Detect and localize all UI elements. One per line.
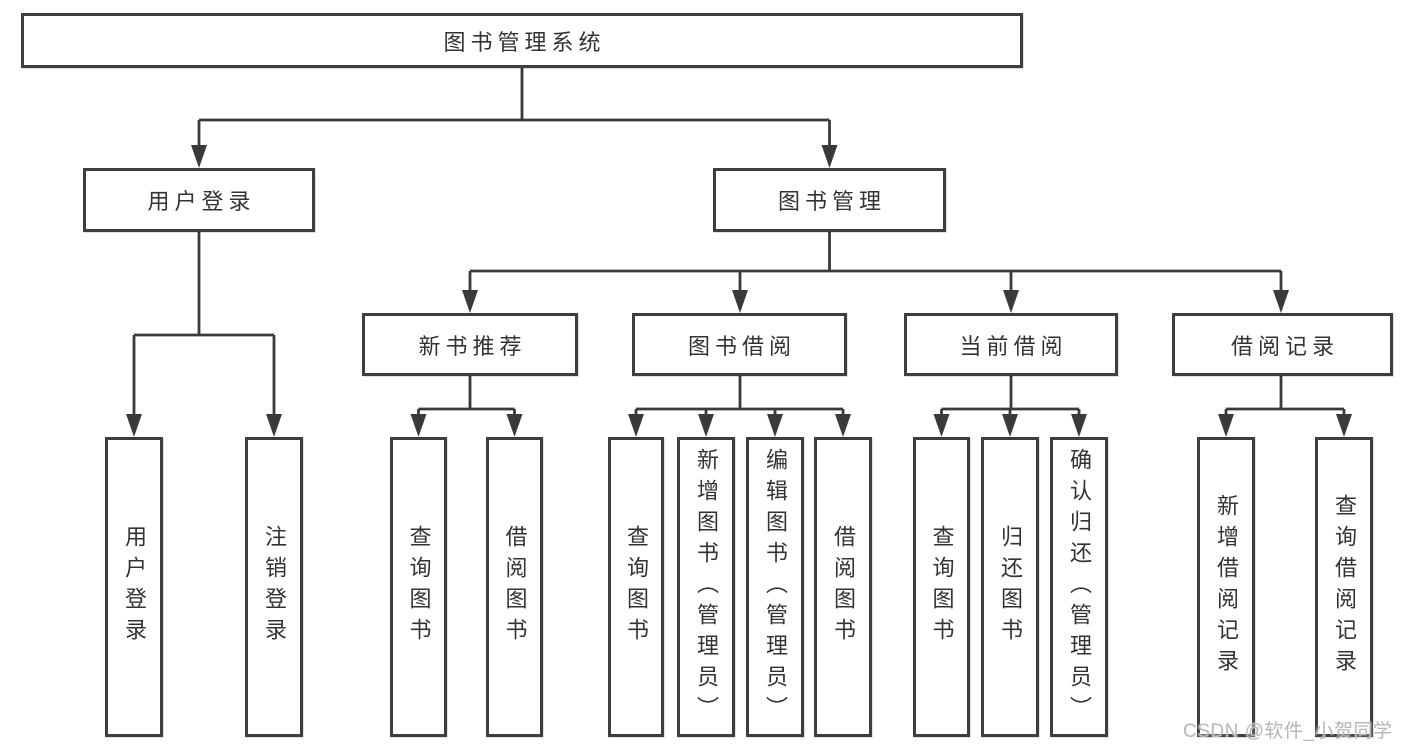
leaf-query-books: 查询图书 <box>608 437 664 737</box>
node-library-system: 图书管理系统 <box>21 13 1023 68</box>
node-label: 编辑图书（管理员） <box>763 447 788 727</box>
leaf-return-books: 归还图书 <box>981 437 1039 737</box>
node-label: 图书借阅 <box>687 333 796 359</box>
node-book-borrowing: 图书借阅 <box>632 313 847 376</box>
leaf-add-borrow-record: 新增借阅记录 <box>1197 437 1255 737</box>
node-label: 借阅图书 <box>502 525 528 649</box>
node-label: 新书推荐 <box>418 333 527 359</box>
leaf-query-books: 查询图书 <box>390 437 447 737</box>
node-label: 查询图书 <box>406 525 432 649</box>
node-label: 确认归还（管理员） <box>1067 447 1092 727</box>
node-label: 查询图书 <box>929 525 955 649</box>
watermark: CSDN @软件_小贺同学 <box>1183 721 1393 742</box>
leaf-confirm-return-admin: 确认归还（管理员） <box>1050 437 1108 737</box>
leaf-query-borrow-record: 查询借阅记录 <box>1315 437 1373 737</box>
node-label: 查询借阅记录 <box>1332 494 1357 680</box>
leaf-logout: 注销登录 <box>245 437 303 737</box>
node-current-borrowing: 当前借阅 <box>904 313 1118 376</box>
node-user-login: 用户登录 <box>83 168 315 232</box>
node-book-management: 图书管理 <box>713 168 946 232</box>
node-label: 新增图书（管理员） <box>694 447 719 727</box>
node-label: 新增借阅记录 <box>1214 494 1239 680</box>
node-label: 查询图书 <box>624 525 649 649</box>
node-new-book-recommend: 新书推荐 <box>362 313 578 376</box>
node-label: 用户登录 <box>122 525 147 649</box>
node-label: 图书管理 <box>777 189 886 214</box>
leaf-borrow-books: 借阅图书 <box>814 437 872 737</box>
node-borrowing-records: 借阅记录 <box>1172 313 1393 376</box>
leaf-add-books-admin: 新增图书（管理员） <box>677 437 735 737</box>
node-label: 图书管理系统 <box>443 29 606 55</box>
leaf-query-books: 查询图书 <box>913 437 970 737</box>
node-label: 借阅记录 <box>1230 333 1339 359</box>
node-label: 用户登录 <box>147 189 256 214</box>
leaf-user-login: 用户登录 <box>105 437 163 737</box>
leaf-borrow-books: 借阅图书 <box>486 437 543 737</box>
leaf-edit-books-admin: 编辑图书（管理员） <box>746 437 804 737</box>
node-label: 当前借阅 <box>959 333 1068 359</box>
node-label: 注销登录 <box>262 525 287 649</box>
node-label: 归还图书 <box>998 525 1023 649</box>
node-label: 借阅图书 <box>831 525 856 649</box>
